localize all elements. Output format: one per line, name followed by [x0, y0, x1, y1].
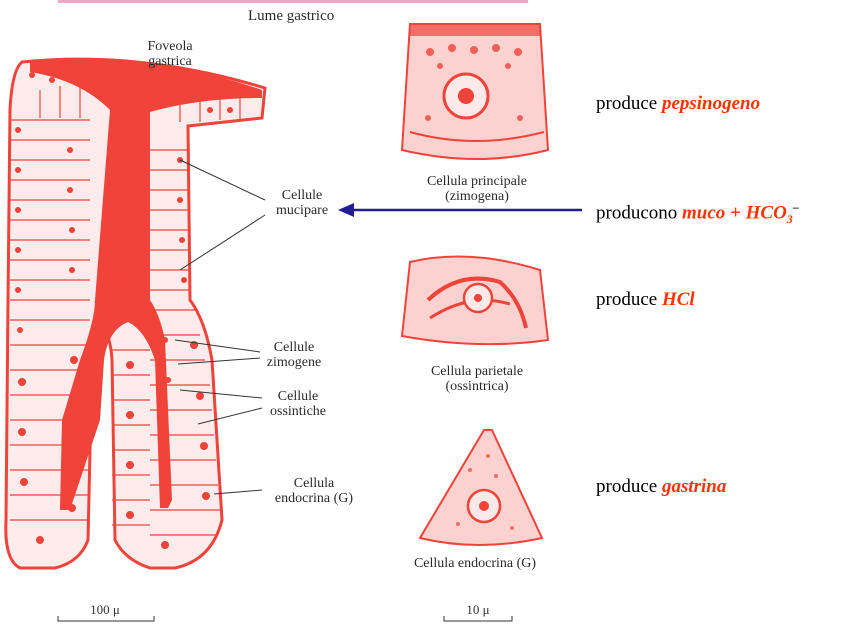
parietal-cell-caption-line1: Cellula parietale [412, 364, 542, 379]
top-band [58, 0, 528, 3]
g-cell [420, 430, 542, 545]
note-gcell-product: gastrina [662, 476, 726, 497]
parietal-cell [402, 257, 548, 345]
parietal-cell-caption-line2: (ossintrica) [412, 379, 542, 394]
note-mucous: producono muco + HCO3– [596, 200, 799, 227]
note-chief-prefix: produce [596, 93, 662, 114]
scale-right-label: 10 μ [448, 602, 508, 618]
oxyntic-cells-label-line2: ossintiche [258, 404, 338, 419]
mucous-arrow [338, 203, 582, 217]
note-mucous-prefix: producono [596, 202, 682, 223]
chief-cell-caption-line1: Cellula principale [412, 174, 542, 189]
zymogen-cells-label: Cellule zimogene [254, 340, 334, 370]
note-mucous-sup: – [793, 200, 799, 214]
note-chief-product: pepsinogeno [662, 93, 760, 114]
endocrine-cell-label: Cellula endocrina (G) [262, 476, 366, 506]
foveola-label: Foveola gastrica [140, 39, 200, 69]
note-mucous-sub: 3 [787, 212, 793, 226]
zymogen-cells-label-line1: Cellule [254, 340, 334, 355]
scale-left-label: 100 μ [70, 602, 140, 618]
oxyntic-cells-label: Cellule ossintiche [258, 389, 338, 419]
foveola-label-line1: Foveola [140, 39, 200, 54]
foveola-label-line2: gastrica [140, 54, 200, 69]
note-parietal-prefix: produce [596, 289, 662, 310]
gastric-gland [6, 59, 265, 569]
chief-cell [402, 24, 548, 159]
note-chief: produce pepsinogeno [596, 93, 760, 115]
endocrine-cell-label-line2: endocrina (G) [262, 491, 366, 506]
g-cell-caption: Cellula endocrina (G) [400, 556, 550, 571]
lumen-label: Lume gastrico [248, 9, 334, 24]
mucous-cells-label-line1: Cellule [262, 188, 342, 203]
note-mucous-product: muco + HCO [682, 202, 787, 223]
mucous-cells-label: Cellule mucipare [262, 188, 342, 218]
endocrine-cell-label-line1: Cellula [262, 476, 366, 491]
chief-cell-caption: Cellula principale (zimogena) [412, 174, 542, 204]
note-gcell: produce gastrina [596, 476, 726, 498]
chief-cell-caption-line2: (zimogena) [412, 189, 542, 204]
note-parietal-product: HCl [662, 289, 695, 310]
note-parietal: produce HCl [596, 289, 695, 311]
parietal-cell-caption: Cellula parietale (ossintrica) [412, 364, 542, 394]
note-gcell-prefix: produce [596, 476, 662, 497]
mucous-cells-label-line2: mucipare [262, 203, 342, 218]
zymogen-cells-label-line2: zimogene [254, 355, 334, 370]
oxyntic-cells-label-line1: Cellule [258, 389, 338, 404]
